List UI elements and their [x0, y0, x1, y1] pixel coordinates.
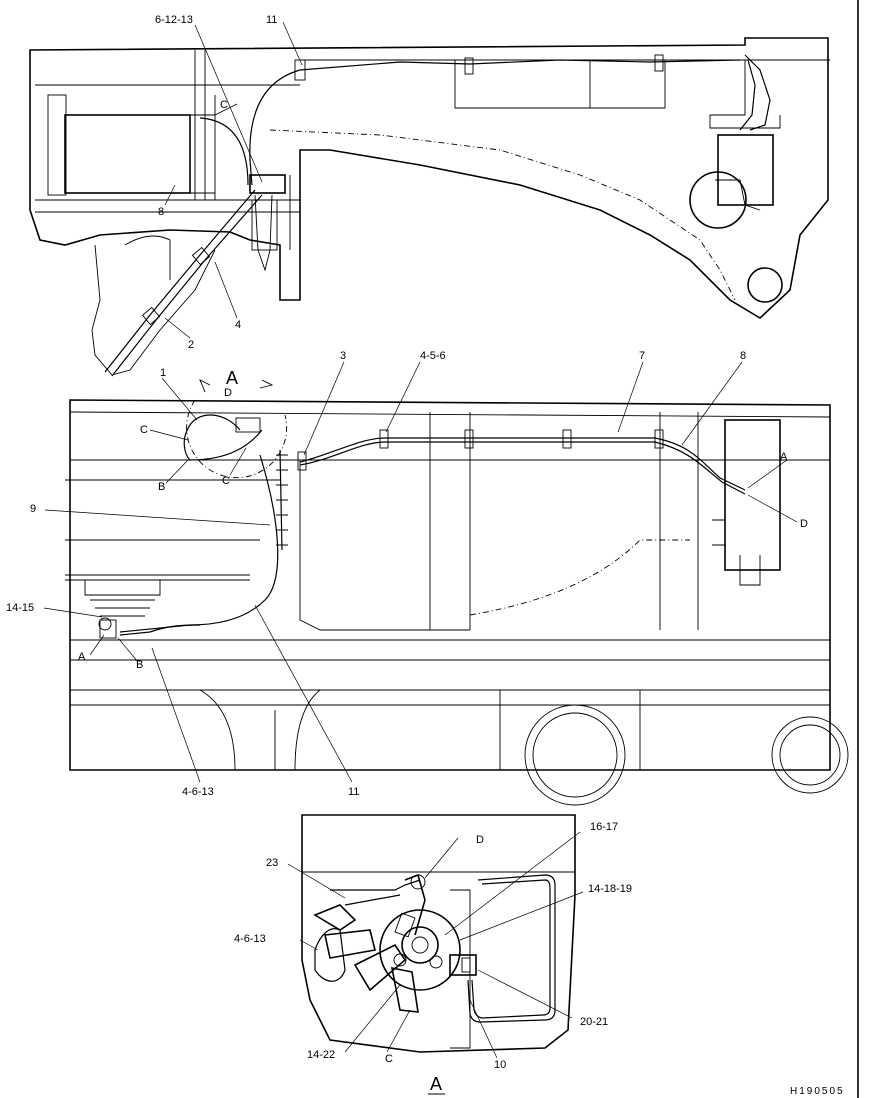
- callout-detail-1: 16-17: [590, 821, 618, 833]
- callout-top-2: C: [220, 99, 228, 111]
- callout-detail-3: 14-18-19: [588, 883, 632, 895]
- callout-middle-15: B: [136, 659, 143, 671]
- callout-middle-0: A: [226, 368, 238, 388]
- callout-detail-7: C: [385, 1053, 393, 1065]
- callout-middle-7: 4-5-6: [420, 350, 446, 362]
- callout-detail-6: 14-22: [307, 1049, 335, 1061]
- callout-middle-6: 3: [340, 350, 346, 362]
- callout-top-3: 8: [158, 206, 164, 218]
- top-view: 6-12-13 11 C 8 4 2: [29, 14, 830, 377]
- middle-view: A 1 D C C B 3 4-5-6 7 8 A D 9 14-15 A B …: [6, 350, 849, 806]
- callout-middle-9: 8: [740, 350, 746, 362]
- callout-middle-17: 11: [348, 786, 359, 798]
- callout-top-1: 11: [266, 14, 277, 26]
- callout-middle-2: D: [224, 387, 232, 399]
- callout-detail-8: 10: [494, 1059, 506, 1071]
- callout-top-4: 4: [235, 319, 241, 331]
- callout-middle-1: 1: [160, 367, 166, 379]
- view-a-label: A: [430, 1074, 442, 1094]
- callout-middle-11: D: [800, 518, 808, 530]
- callout-middle-4: C: [222, 475, 230, 487]
- callout-middle-16: 4-6-13: [182, 786, 214, 798]
- callout-detail-4: 4-6-13: [234, 933, 266, 945]
- detail-view-a: D 16-17 23 14-18-19 4-6-13 20-21 14-22 C…: [234, 814, 632, 1095]
- callout-detail-5: 20-21: [580, 1016, 608, 1028]
- callout-top-0: 6-12-13: [155, 14, 193, 26]
- callout-middle-3: C: [140, 424, 148, 436]
- drawing-code: H190505: [790, 1086, 845, 1097]
- callout-middle-8: 7: [639, 350, 645, 362]
- callout-top-5: 2: [188, 339, 194, 351]
- callout-middle-13: 14-15: [6, 602, 34, 614]
- callout-middle-10: A: [780, 451, 788, 463]
- callout-middle-14: A: [78, 651, 86, 663]
- callout-detail-0: D: [476, 834, 484, 846]
- callout-detail-2: 23: [266, 857, 278, 869]
- callout-middle-5: B: [158, 481, 165, 493]
- callout-middle-12: 9: [30, 503, 36, 515]
